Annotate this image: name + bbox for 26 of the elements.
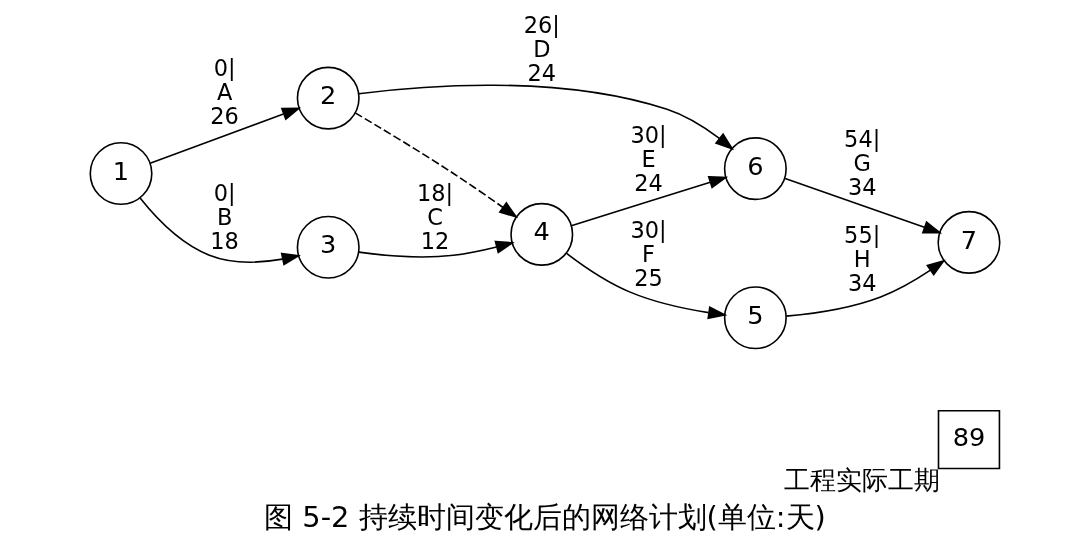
- edge-label: 26| D 24: [523, 11, 560, 86]
- edge-label: 18| C 12: [416, 180, 454, 255]
- edge-label: 55| H 34: [844, 221, 881, 296]
- node-circle: 1: [89, 141, 153, 205]
- edge-label: 30| E 24: [630, 122, 667, 197]
- arrow: [358, 240, 515, 258]
- node-circle: 4: [510, 202, 574, 266]
- arrow: [357, 84, 735, 151]
- arrow: [354, 112, 519, 219]
- arrow: [565, 252, 728, 320]
- node-circle: 6: [723, 137, 787, 201]
- caption: 图 5-2 持续时间变化后的网络计划(单位:天): [264, 499, 826, 534]
- arrow: [783, 177, 943, 234]
- node-circle: 3: [296, 215, 360, 279]
- edge-label: 0| B 18: [210, 180, 239, 255]
- edge-label: 30| F 25: [630, 216, 667, 292]
- node-circle: 7: [937, 210, 1001, 274]
- edge-label: 54| G 34: [844, 125, 881, 200]
- arrow: [139, 197, 301, 266]
- node-circle: 2: [296, 66, 360, 130]
- node-circle: 5: [723, 286, 787, 350]
- arrow: [570, 176, 729, 227]
- arrow: [785, 259, 946, 317]
- edge-label: 0| A 26: [210, 54, 239, 130]
- node-box: 89: [937, 410, 1001, 470]
- arrow: [149, 107, 302, 165]
